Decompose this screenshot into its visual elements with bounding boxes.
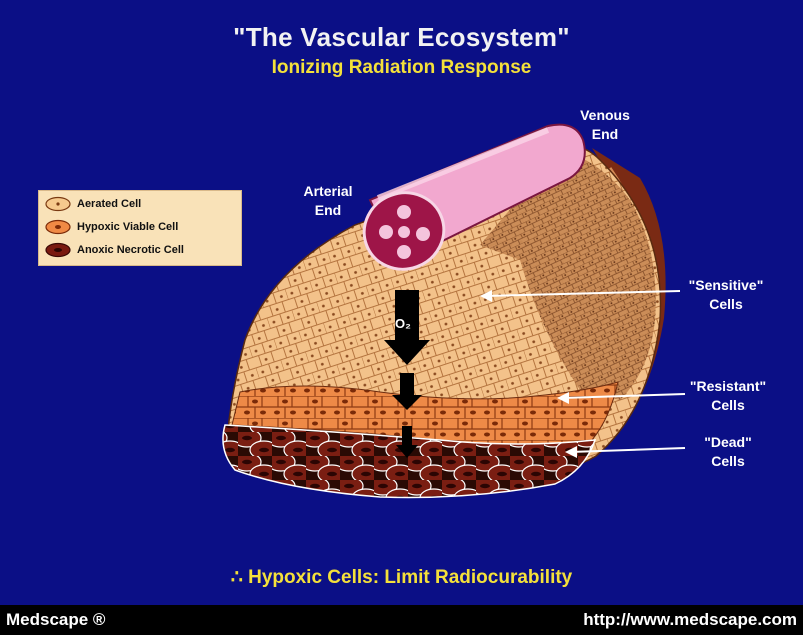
necrotic-cell-icon — [45, 242, 71, 258]
sensitive-cells-label-line2: Cells — [676, 295, 776, 314]
arterial-end-label-line1: Arterial — [290, 182, 366, 201]
oxygen-label: O₂ — [395, 316, 411, 331]
dead-cells-label-line2: Cells — [678, 452, 778, 471]
dead-cells-label-line1: "Dead" — [678, 433, 778, 452]
legend-label-necrotic: Anoxic Necrotic Cell — [77, 244, 184, 256]
venous-end-label-line1: Venous — [570, 106, 640, 125]
legend-item-necrotic: Anoxic Necrotic Cell — [45, 240, 184, 260]
dead-cells-label: "Dead" Cells — [678, 433, 778, 471]
legend-item-aerated: Aerated Cell — [45, 194, 141, 214]
conclusion-text: ∴ Hypoxic Cells: Limit Radiocurability — [0, 566, 803, 589]
footer-brand: Medscape ® — [6, 610, 105, 630]
legend-label-aerated: Aerated Cell — [77, 198, 141, 210]
legend: Aerated Cell Hypoxic Viable Cell Anoxic … — [38, 190, 242, 266]
venous-end-label: Venous End — [570, 106, 640, 144]
sensitive-cells-label: "Sensitive" Cells — [676, 276, 776, 314]
footer-bar: Medscape ® http://www.medscape.com — [0, 605, 803, 635]
resistant-cells-label: "Resistant" Cells — [678, 377, 778, 415]
footer-url: http://www.medscape.com — [583, 610, 797, 630]
arterial-end-label-line2: End — [290, 201, 366, 220]
venous-end-label-line2: End — [570, 125, 640, 144]
aerated-cell-icon — [45, 196, 71, 212]
resistant-cells-label-line2: Cells — [678, 396, 778, 415]
resistant-cells-label-line1: "Resistant" — [678, 377, 778, 396]
legend-item-hypoxic: Hypoxic Viable Cell — [45, 217, 178, 237]
legend-label-hypoxic: Hypoxic Viable Cell — [77, 221, 178, 233]
arterial-end-label: Arterial End — [290, 182, 366, 220]
slide: "The Vascular Ecosystem" Ionizing Radiat… — [0, 0, 803, 605]
sensitive-cells-label-line1: "Sensitive" — [676, 276, 776, 295]
hypoxic-cell-icon — [45, 219, 71, 235]
